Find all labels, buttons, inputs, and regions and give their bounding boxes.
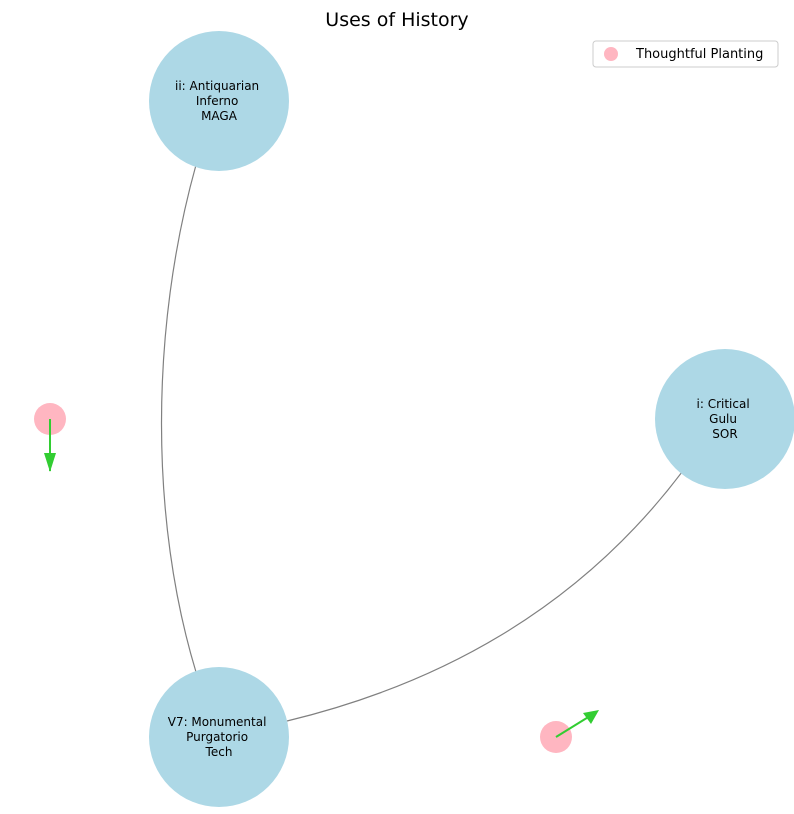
- node-critical-line-1: i: Critical: [697, 397, 750, 411]
- edge-antiquarian-monumental: [160, 164, 197, 673]
- node-monumental-line-1: V7: Monumental: [168, 715, 267, 729]
- legend-marker-icon: [604, 47, 618, 61]
- arrow-up-right-icon: [555, 715, 591, 738]
- node-monumental: V7: Monumental Purgatorio Tech: [149, 667, 289, 807]
- legend: Thoughtful Planting: [592, 40, 779, 68]
- svg-text:V7: Monumental Purgatori: V7: Monumental Purgatorio Tech: [168, 715, 271, 759]
- marker-left: [34, 403, 66, 472]
- node-critical-line-2: Gulu: [709, 412, 737, 426]
- marker-bottom: [540, 710, 599, 753]
- svg-text:ii: Antiquarian Inferno: ii: Antiquarian Inferno MAGA: [175, 79, 263, 123]
- node-critical-line-3: SOR: [712, 427, 737, 441]
- node-critical: i: Critical Gulu SOR: [655, 349, 794, 489]
- legend-label: Thoughtful Planting: [635, 47, 763, 62]
- node-antiquarian-line-3: MAGA: [201, 109, 238, 123]
- node-monumental-line-2: Purgatorio: [186, 730, 248, 744]
- svg-text:i: Critical Gulu S: i: Critical Gulu SOR: [697, 397, 754, 441]
- node-antiquarian-line-1: ii: Antiquarian: [175, 79, 259, 93]
- node-monumental-line-3: Tech: [205, 745, 233, 759]
- chart-title: Uses of History: [325, 9, 468, 31]
- node-antiquarian-line-2: Inferno: [196, 94, 238, 108]
- edge-monumental-critical: [286, 471, 683, 722]
- node-antiquarian: ii: Antiquarian Inferno MAGA: [149, 31, 289, 171]
